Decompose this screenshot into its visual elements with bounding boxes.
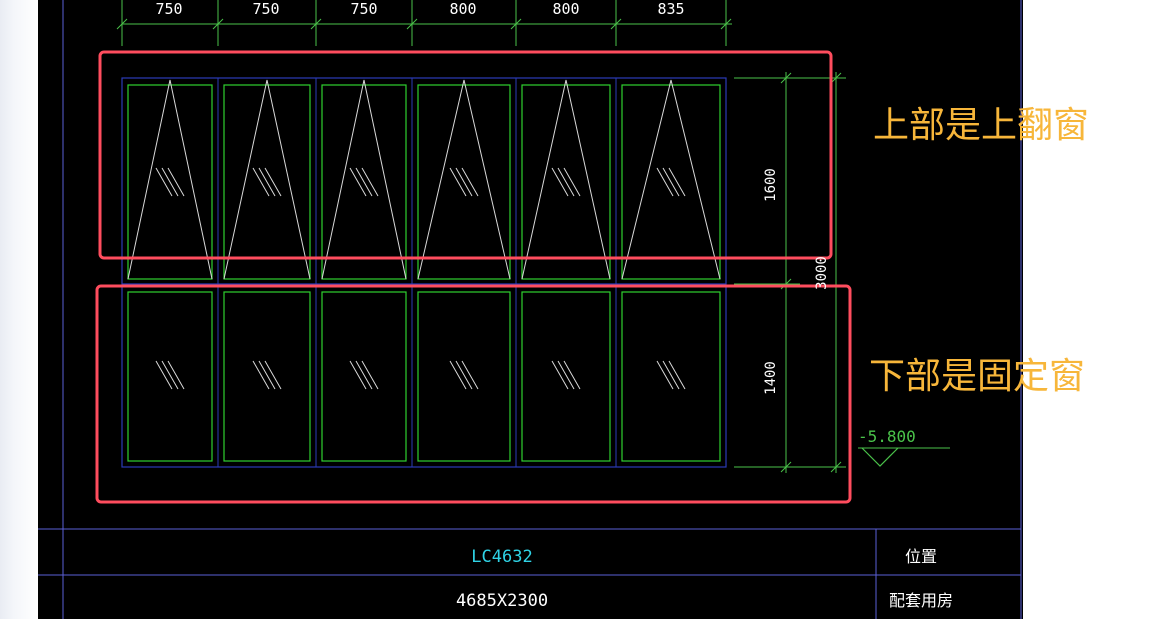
glass-hatch-mark bbox=[557, 167, 575, 197]
width-dimension-4: 800 bbox=[449, 0, 476, 18]
height-dimension-upper: 1600 bbox=[763, 168, 779, 202]
width-tick bbox=[610, 18, 622, 30]
upper-awning-sash bbox=[621, 84, 721, 280]
width-tick bbox=[406, 18, 418, 30]
glass-hatch-mark bbox=[662, 167, 680, 197]
height-tick bbox=[830, 72, 842, 84]
awning-opening-indicator bbox=[321, 79, 407, 280]
upper-awning-sash bbox=[417, 84, 511, 280]
glass-hatch-mark bbox=[656, 167, 674, 197]
glass-hatch-mark bbox=[355, 360, 373, 390]
glass-hatch-mark bbox=[449, 167, 467, 197]
width-tick bbox=[212, 18, 224, 30]
glass-hatch-mark bbox=[264, 360, 282, 390]
glass-hatch-mark bbox=[155, 167, 173, 197]
glass-hatch-mark bbox=[563, 167, 581, 197]
width-tick bbox=[116, 18, 128, 30]
lower-fixed-pane bbox=[521, 291, 611, 462]
glass-hatch-mark bbox=[668, 360, 686, 390]
glass-hatch-mark bbox=[557, 360, 575, 390]
height-dimension-lower: 1400 bbox=[763, 361, 779, 395]
height-tick bbox=[780, 72, 792, 84]
glass-hatch-mark bbox=[449, 360, 467, 390]
width-dimension-2: 750 bbox=[252, 0, 279, 18]
glass-hatch-mark bbox=[252, 360, 270, 390]
lower-fixed-pane bbox=[621, 291, 721, 462]
width-dimension-3: 750 bbox=[350, 0, 377, 18]
width-tick bbox=[310, 18, 322, 30]
glass-hatch-mark bbox=[461, 167, 479, 197]
upper-awning-sash bbox=[321, 84, 407, 280]
lower-section-highlight bbox=[95, 284, 852, 504]
lower-fixed-pane bbox=[321, 291, 407, 462]
glass-hatch-mark bbox=[258, 167, 276, 197]
lower-fixed-pane bbox=[417, 291, 511, 462]
awning-opening-indicator bbox=[417, 79, 511, 280]
awning-opening-indicator bbox=[521, 79, 611, 280]
glass-hatch-mark bbox=[161, 360, 179, 390]
glass-hatch-mark bbox=[656, 360, 674, 390]
width-dimension-5: 800 bbox=[552, 0, 579, 18]
level-marker-text: -5.800 bbox=[858, 427, 916, 446]
cad-drawing-canvas bbox=[38, 0, 1023, 619]
window-code: LC4632 bbox=[471, 547, 532, 567]
upper-section-highlight bbox=[98, 50, 833, 260]
glass-hatch-mark bbox=[167, 167, 185, 197]
left-margin bbox=[0, 0, 38, 619]
level-marker-triangle bbox=[861, 447, 899, 467]
glass-hatch-mark bbox=[258, 360, 276, 390]
width-tick bbox=[510, 18, 522, 30]
height-dimension-overall: 3000 bbox=[814, 256, 830, 290]
glass-hatch-mark bbox=[551, 360, 569, 390]
location-label: 位置 bbox=[905, 547, 937, 566]
window-frame-outline bbox=[121, 77, 727, 468]
width-dimension-6: 835 bbox=[657, 0, 684, 18]
glass-hatch-mark bbox=[455, 167, 473, 197]
glass-hatch-mark bbox=[668, 167, 686, 197]
glass-hatch-mark bbox=[461, 360, 479, 390]
glass-hatch-mark bbox=[455, 360, 473, 390]
glass-hatch-mark bbox=[361, 167, 379, 197]
upper-awning-sash bbox=[223, 84, 311, 280]
awning-opening-indicator bbox=[223, 79, 311, 280]
awning-opening-indicator bbox=[127, 79, 213, 280]
glass-hatch-mark bbox=[264, 167, 282, 197]
width-dimension-1: 750 bbox=[155, 0, 182, 18]
annotation-upper-awning-window: 上部是上翻窗 bbox=[873, 105, 1090, 146]
lower-fixed-pane bbox=[127, 291, 213, 462]
upper-awning-sash bbox=[521, 84, 611, 280]
right-margin bbox=[1023, 0, 1164, 619]
window-size: 4685X2300 bbox=[456, 591, 548, 611]
glass-hatch-mark bbox=[361, 360, 379, 390]
glass-hatch-mark bbox=[662, 360, 680, 390]
glass-hatch-mark bbox=[252, 167, 270, 197]
height-tick bbox=[780, 461, 792, 473]
glass-hatch-mark bbox=[349, 360, 367, 390]
glass-hatch-mark bbox=[563, 360, 581, 390]
annotation-lower-fixed-window: 下部是固定窗 bbox=[869, 356, 1086, 397]
awning-opening-indicator bbox=[621, 79, 721, 280]
width-tick bbox=[720, 18, 732, 30]
glass-hatch-mark bbox=[355, 167, 373, 197]
location-value: 配套用房 bbox=[889, 591, 953, 610]
glass-hatch-mark bbox=[167, 360, 185, 390]
glass-hatch-mark bbox=[551, 167, 569, 197]
glass-hatch-mark bbox=[349, 167, 367, 197]
upper-awning-sash bbox=[127, 84, 213, 280]
lower-fixed-pane bbox=[223, 291, 311, 462]
height-tick bbox=[830, 461, 842, 473]
glass-hatch-mark bbox=[161, 167, 179, 197]
glass-hatch-mark bbox=[155, 360, 173, 390]
